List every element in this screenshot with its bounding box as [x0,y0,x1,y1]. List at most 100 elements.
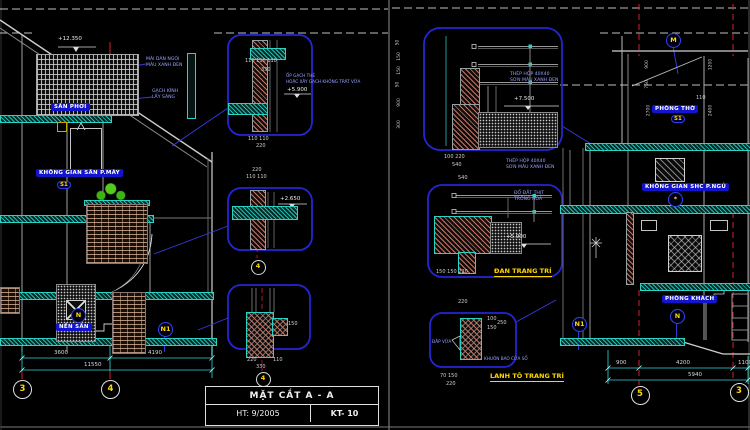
steel-note-line1: THÉP HỘP 40X40 [510,72,550,77]
brick-wall [112,292,146,354]
dimension-label: 50 [395,39,401,46]
detail3-lintel-stub [272,318,288,336]
steel-note-line2: SƠN MÀU XANH ĐEN [510,78,559,83]
dimension-label: 220 [256,143,266,149]
dimension-label: 100 220 [444,154,465,160]
dimension-label: 330 [256,364,266,370]
dimension-label: 70 150 [440,373,458,379]
detail5-railing [451,193,552,351]
room-tag: S1 [671,115,685,124]
detail2-beam-hatch [232,206,298,220]
dimension-label: 220 [247,357,257,363]
dimension-label: 110 [273,357,283,363]
dimension-label: 50 [395,81,401,88]
dimension-label: 540 [452,162,462,168]
floor-slab [585,143,750,151]
floor-slab [640,283,750,291]
section-marker-n: N [71,308,86,323]
detail2-wall-hatch [250,190,266,250]
room-label-phong-khach: PHÒNG KHÁCH [662,295,718,304]
brick-note-line1: ỐP GẠCH THẺ [286,73,316,78]
detail3-lintel-hatch [246,312,274,358]
detail-bubble: 4 [255,371,271,387]
roof-note-line1: MÁI DÁN NGÓI [146,57,180,62]
dimension-label: 150 [396,66,402,75]
dimension-label: 4190 [148,350,162,356]
level-annotation: +5.900 [506,234,527,240]
floor-slab [0,215,154,223]
dimension-label: 2700 [646,104,652,117]
room-label-ngu2: KHÔNG GIAN SHC P.NGỦ [642,183,730,192]
brick-note-line2: HOẶC XÂY GẠCH KHÔNG TRÁT VỮA [286,79,361,84]
dimension-label: 150 150 220 [436,269,468,275]
level-annotation: +5.900 [287,87,308,93]
drawing-date: HT: 9/2005 [206,405,311,422]
wall-vent-box [710,220,728,231]
dimension-label: 1200 [708,58,714,71]
level-annotation: +12.350 [58,36,82,42]
detail4-wall-hatch [460,68,480,106]
dimension-label: 110 110 [248,136,269,142]
section-marker-n: N [670,309,685,324]
wardrobe-furniture [70,128,102,174]
detail-title-dan-trang-tri: ĐAN TRANG TRÍ [494,267,552,278]
glass-note-line1: GẠCH KÍNH [152,89,179,94]
right-section-lines [560,36,750,355]
dimension-label: 220 [458,299,468,305]
label-dap-vua: ĐẮP VỮA [432,339,452,344]
soil-note-line2: TRỒNG HOA [514,197,543,202]
dimension-total-label: 5940 [688,372,702,378]
dimension-label: 150 [288,321,298,327]
detail1-beam-hatch [250,48,286,60]
ground-slab [560,338,685,346]
label-khuon-bao: KHUÔN BAO CỬA SỔ [484,356,528,361]
dimension-label: 220 [446,381,456,387]
title-block: MẶT CẮT A - A HT: 9/2005 KT- 10 [205,386,379,426]
dimension-label: 110 110 [246,174,267,180]
floor-slab [0,292,214,300]
grid-bubble-3: 3 [729,382,749,402]
glass-brick-column [187,53,196,119]
sheet-number: KT- 10 [330,409,359,418]
decorative-wall-panel [668,235,702,272]
dimension-label: 150 [487,325,497,331]
detail5-stem-hatch [458,252,476,274]
detail4-slab-stipple [478,112,558,148]
roof-note-line2: MÀU XANH ĐEN [146,63,183,68]
dimension-label: 330 [261,67,271,73]
dimension-label: 110 110 110 [245,58,277,64]
detail1-beam-hatch [228,103,268,115]
legend-tag-icon [57,122,67,132]
dimension-label: 750 [644,80,650,89]
floor-slab [0,115,112,123]
level-annotation: +7.500 [514,96,535,102]
section-marker-n1: N1 [158,322,173,337]
soil-note-line1: ĐỔ ĐẤT THỊT [514,191,545,196]
decorative-wall-panel [655,158,685,182]
detail6-lintel-hatch [460,318,482,360]
column-hatch [626,212,634,285]
steel-note-line1: THÉP HỘP 40X40 [506,159,546,164]
room-label-main: KHÔNG GIAN SÂN P.MÁY [36,169,123,178]
dimension-label: 2400 [708,104,714,117]
room-tag: S1 [57,181,71,190]
room-star-tag: * [668,192,683,207]
dimension-total-label: 11550 [84,362,102,368]
plant-sketch [590,237,602,258]
drawing-title: MẶT CẮT A - A [206,387,378,405]
left-dimension-lines [19,346,215,378]
dimension-label: 300 [396,120,402,129]
dimension-label: 4200 [676,360,690,366]
grid-bubble-4: 4 [101,380,120,399]
detail4-wall-hatch [452,104,480,150]
section-marker-n1: N1 [572,317,587,332]
dimension-label: 250 [497,320,507,326]
section-marker-m: M [666,33,681,48]
room-label-san-phoi: SÂN PHƠI [51,103,90,112]
right-dimension-lines [605,350,750,384]
dimension-label: 100 [487,316,497,322]
brick-corner-block [0,287,20,314]
dimension-label: 1100 [738,360,750,366]
detail-bubble: 4 [250,259,266,275]
room-label-phong-tho: PHÒNG THỜ [652,105,699,114]
